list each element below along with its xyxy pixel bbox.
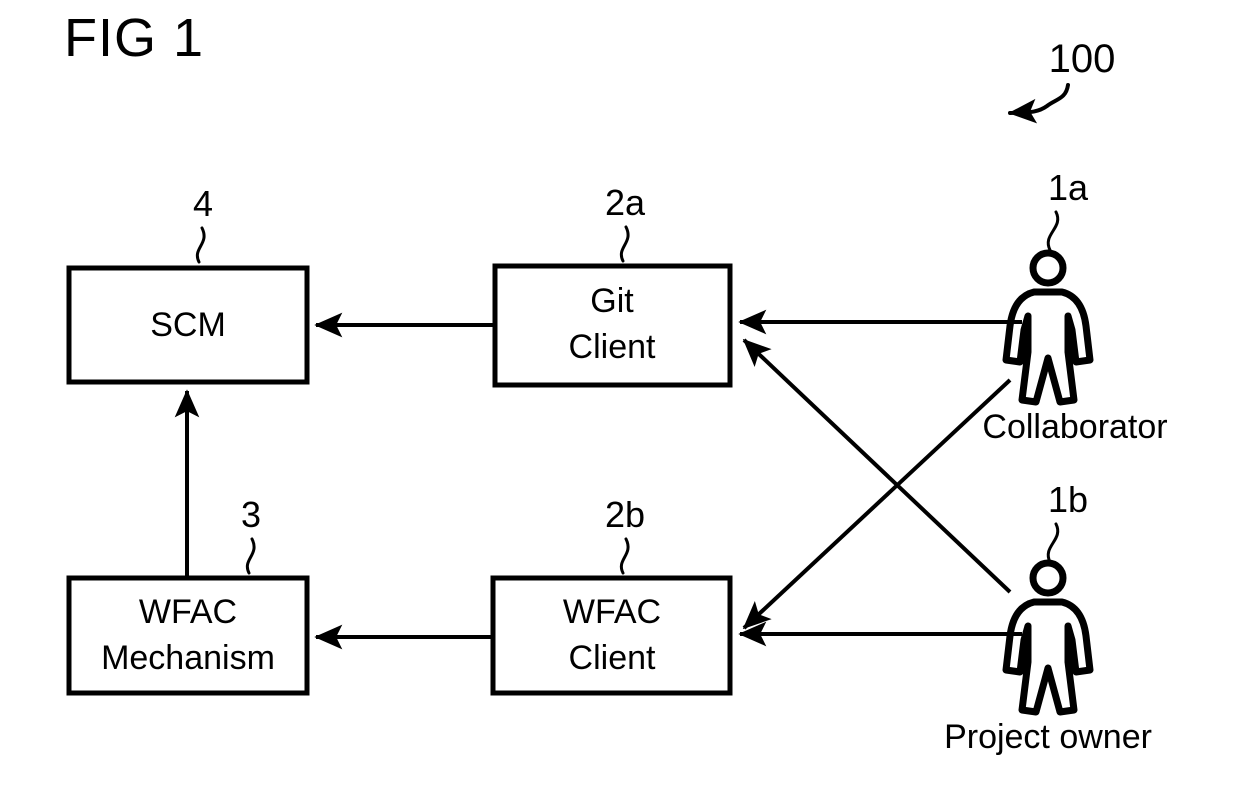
wfac-mechanism-box-label-line1: WFAC [139,593,237,631]
wfac-client-box-label-line1: WFAC [563,593,661,631]
lead-line-4 [195,226,206,264]
ref-numeral-100: 100 [1049,37,1116,81]
collaborator-label: Collaborator [982,408,1167,446]
lead-line-1a [1046,210,1060,252]
wfac-client-box-label-line2: Client [569,639,656,677]
scm-box-label: SCM [150,306,226,344]
ref-numeral-1b: 1b [1048,479,1088,520]
lead-line-3 [245,537,256,575]
wfac-mechanism-box-label-line2: Mechanism [101,639,275,677]
ref-numeral-3: 3 [241,494,261,535]
connector-collaborator-to-wfac-client [742,378,1012,630]
project-owner-label: Project owner [944,718,1152,756]
box-wfac-client: WFAC Client 2b [490,494,733,696]
box-wfac-mechanism: WFAC Mechanism 3 [66,494,310,696]
collaborator-person-icon [1002,249,1094,406]
lead-line-2b [619,537,630,575]
lead-line-2a [619,225,630,263]
project-owner-person-icon [1002,559,1094,716]
scm-box-outline [66,265,310,385]
wfac-client-box-outline [490,575,733,696]
ref-numeral-2a: 2a [605,182,646,223]
ref-numeral-2b: 2b [605,494,645,535]
box-git-client: Git Client 2a [492,182,733,388]
box-scm: SCM 4 [66,183,310,385]
lead-line-1b [1046,522,1060,564]
ref-numeral-4: 4 [193,183,213,224]
connector-project-owner-to-git-client [742,338,1012,594]
figure-title: FIG 1 [64,8,204,68]
git-client-box-label-line2: Client [569,328,656,366]
git-client-box-label-line1: Git [590,282,634,320]
ref-numeral-1a: 1a [1048,167,1089,208]
lead-arrow-100 [1008,83,1070,124]
wfac-mechanism-box-outline [66,575,310,696]
actor-project-owner: 1b Project owner [944,479,1152,756]
git-client-box-outline [492,263,733,388]
actor-collaborator: 1a Collaborator [982,167,1167,446]
